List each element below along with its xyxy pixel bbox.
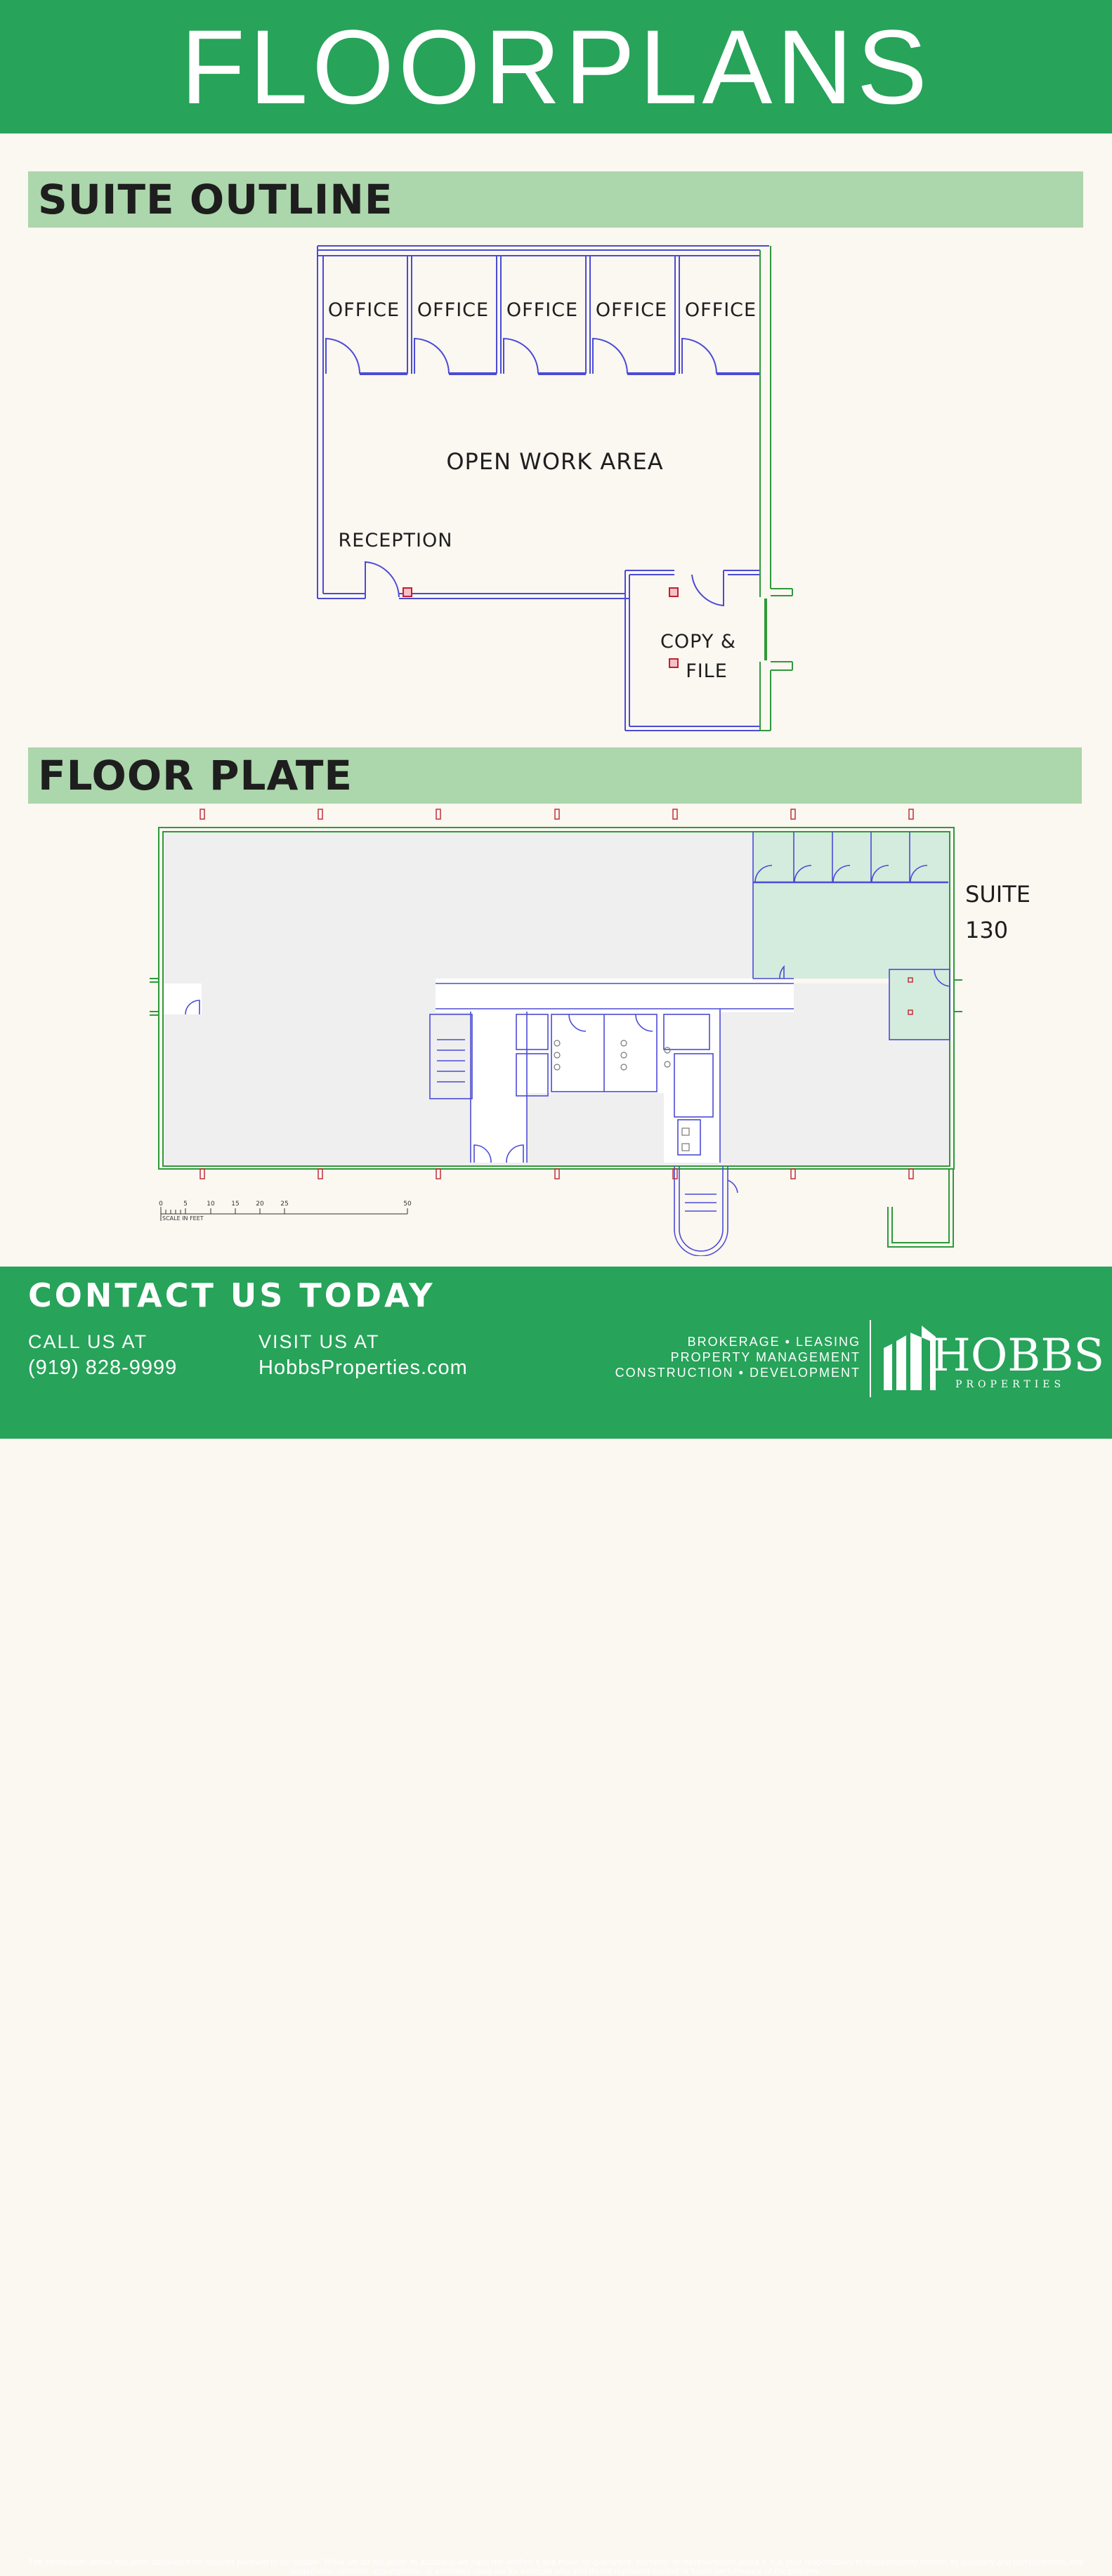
scale-tick: 0: [159, 1201, 163, 1208]
suite-130-label: SUITE: [965, 881, 1031, 908]
floor-plate-plan: 0 5 10 15 20 25 50 SCALE IN FEET SUITE 1…: [150, 809, 1031, 1256]
header-banner: FLOORPLANS: [0, 0, 1112, 133]
contact-footer: CONTACT US TODAY CALL US AT (919) 828-99…: [0, 1267, 1112, 2576]
website-link[interactable]: HobbsProperties.com: [259, 1356, 468, 1379]
service-line: CONSTRUCTION • DEVELOPMENT: [615, 1366, 861, 1380]
reception-label: RECEPTION: [339, 530, 453, 551]
building-logo-icon: [884, 1326, 936, 1390]
logo-wordmark: HOBBS: [931, 1330, 1105, 1382]
call-label: CALL US AT: [28, 1331, 148, 1352]
office-label: OFFICE: [328, 299, 400, 321]
logo-divider: [870, 1320, 871, 1397]
service-line: PROPERTY MANAGEMENT: [670, 1350, 861, 1364]
scale-tick: 10: [207, 1201, 215, 1208]
services-list: BROKERAGE • LEASING PROPERTY MANAGEMENT …: [615, 1334, 861, 1380]
visit-label: VISIT US AT: [259, 1331, 380, 1352]
scale-tick: 5: [183, 1201, 188, 1208]
open-work-area-label: OPEN WORK AREA: [446, 448, 663, 475]
scale-tick: 25: [280, 1201, 288, 1208]
section-title: FLOOR PLATE: [38, 752, 353, 799]
scale-tick: 15: [231, 1201, 239, 1208]
office-label: OFFICE: [685, 299, 757, 321]
copy-file-label: COPY &: [660, 631, 736, 653]
suite-outline-plan: OFFICE OFFICE OFFICE OFFICE OFFICE OPEN …: [317, 245, 793, 731]
suite-130-label: 130: [965, 917, 1008, 943]
disclaimer-text: The information above has been obtained …: [27, 2557, 1085, 2576]
office-label: OFFICE: [506, 299, 578, 321]
office-label: OFFICE: [596, 299, 667, 321]
section-title: SUITE OUTLINE: [38, 176, 393, 223]
contact-heading: CONTACT US TODAY: [28, 1276, 436, 1314]
section-floor-plate: FLOOR PLATE: [28, 747, 1082, 804]
page-title: FLOORPLANS: [181, 8, 931, 126]
office-label: OFFICE: [417, 299, 489, 321]
scale-label: SCALE IN FEET: [162, 1215, 204, 1222]
phone-number[interactable]: (919) 828-9999: [28, 1356, 178, 1379]
logo-subtitle: PROPERTIES: [955, 1379, 1066, 1390]
service-line: BROKERAGE • LEASING: [687, 1335, 861, 1349]
scale-tick: 20: [256, 1201, 264, 1208]
copy-file-label: FILE: [686, 660, 728, 682]
scale-tick: 50: [403, 1201, 412, 1208]
section-suite-outline: SUITE OUTLINE: [28, 171, 1083, 228]
